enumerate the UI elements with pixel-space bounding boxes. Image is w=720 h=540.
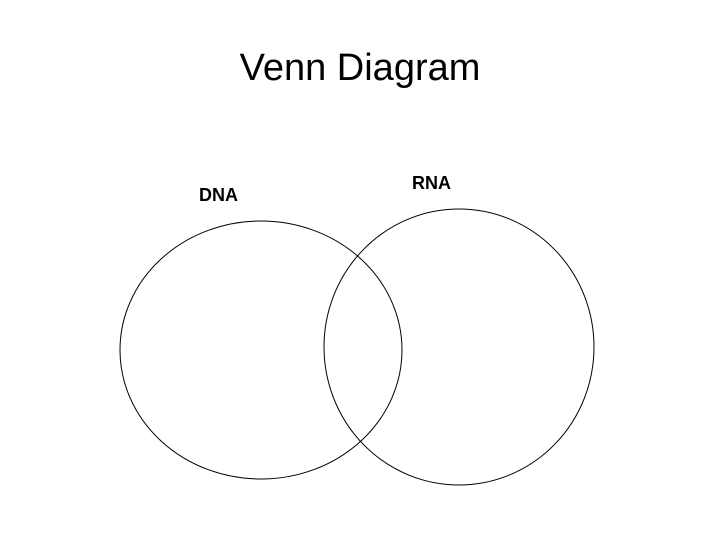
slide-title: Venn Diagram — [239, 47, 481, 89]
venn-label-dna: DNA — [199, 185, 238, 205]
venn-label-rna: RNA — [412, 173, 451, 193]
venn-circle-dna — [119, 220, 403, 480]
venn-circle-rna — [323, 208, 595, 486]
